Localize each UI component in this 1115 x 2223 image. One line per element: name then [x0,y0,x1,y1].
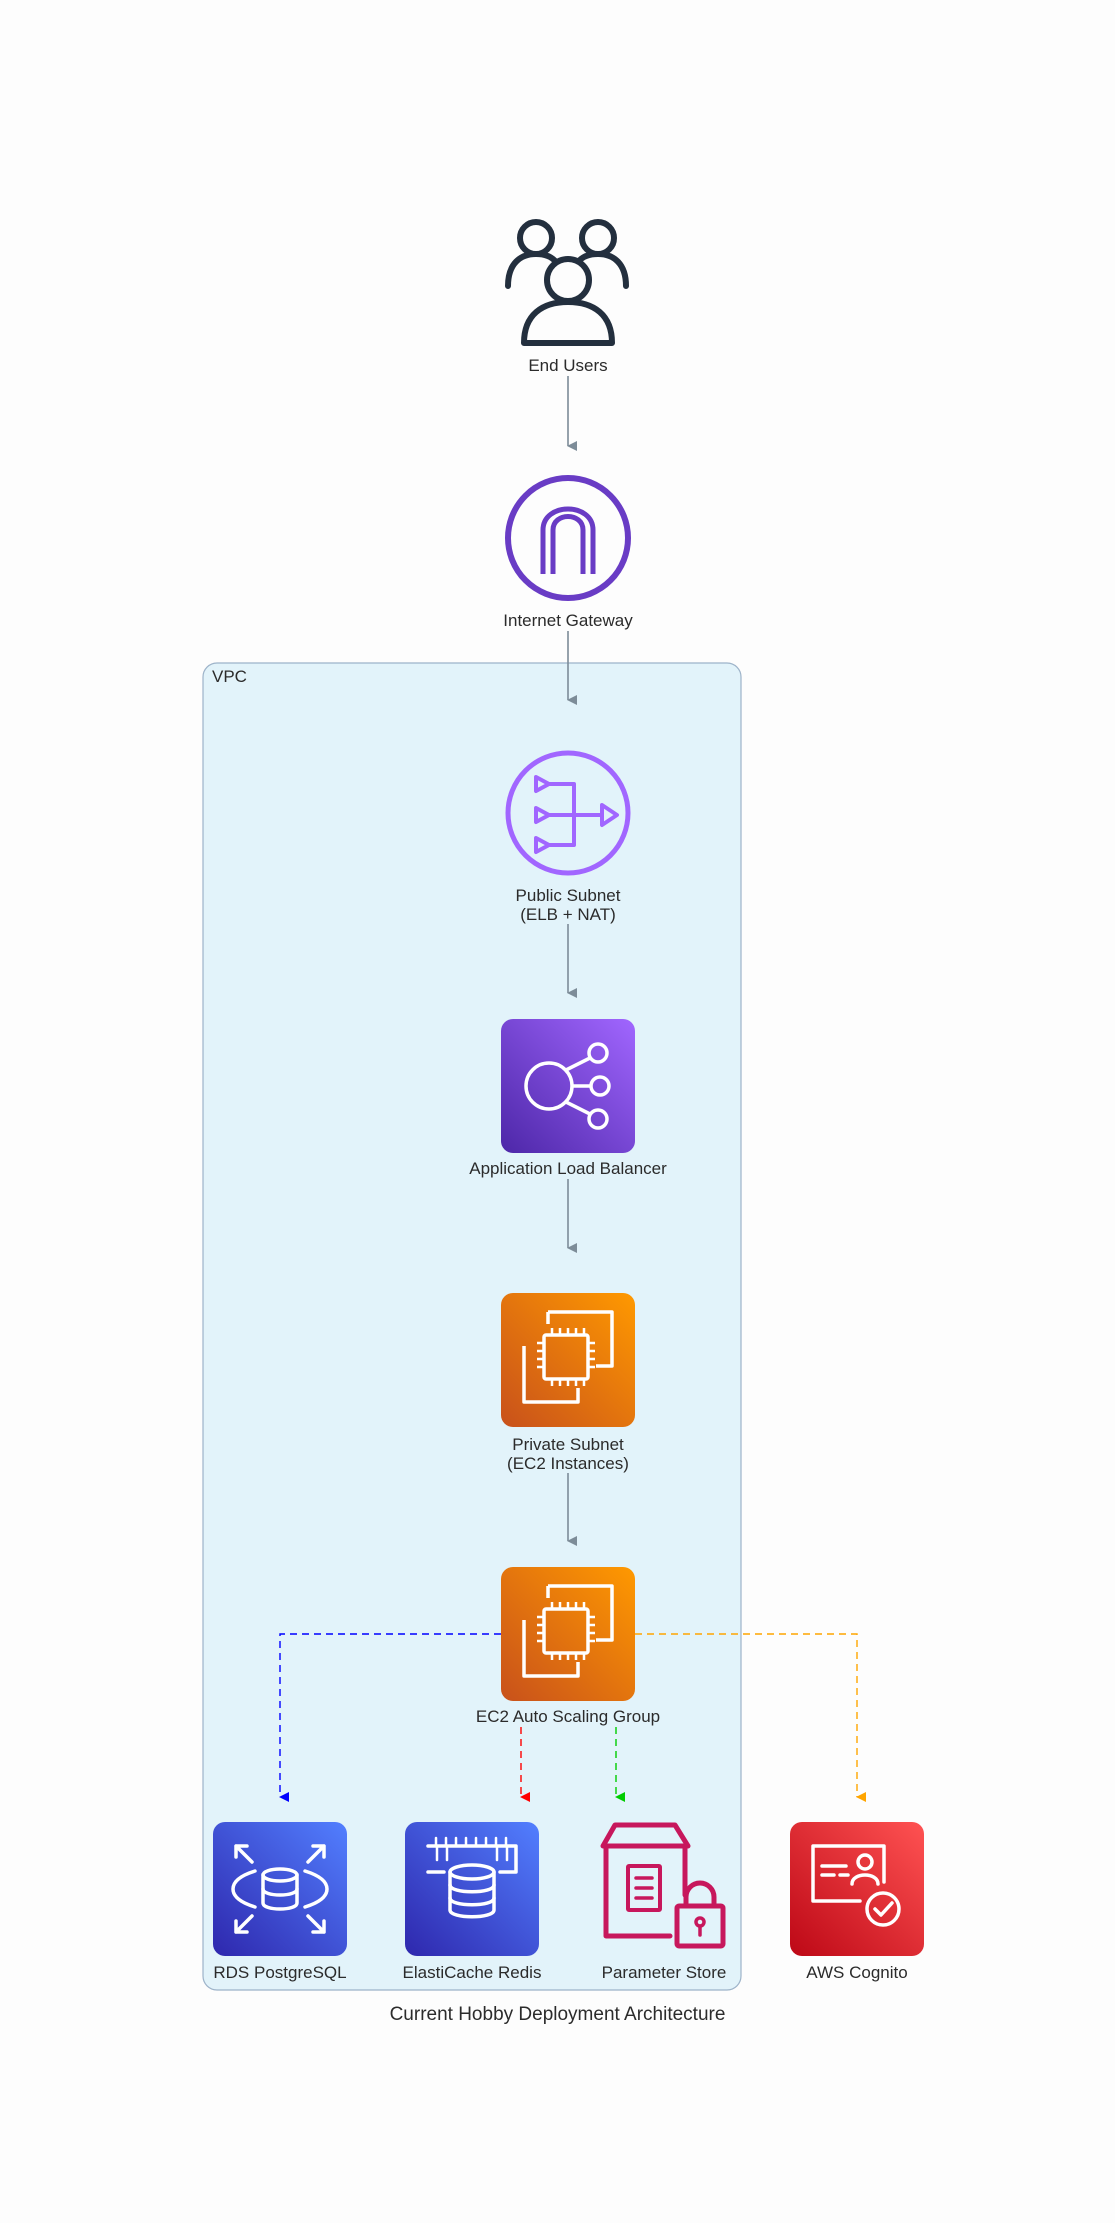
rds-postgresql-label: RDS PostgreSQL [213,1963,347,1982]
public-subnet-label: Public Subnet (ELB + NAT) [515,886,621,924]
cognito-icon [790,1822,924,1956]
elasticache-redis-icon [405,1822,539,1956]
internet-gateway-icon [505,475,631,601]
private-subnet-label: Private Subnet (EC2 Instances) [507,1435,629,1473]
vpc-label: VPC [212,667,247,686]
edge-asg-to-cognito [635,1633,866,1802]
edge-asg-to-rds [279,1633,501,1802]
internet-gateway-label: Internet Gateway [503,611,633,630]
auto-scaling-group-label: EC2 Auto Scaling Group [475,1707,661,1726]
elasticache-redis-label: ElastiCache Redis [402,1963,542,1982]
cognito-label: AWS Cognito [806,1963,908,1982]
vpc-cluster [202,662,742,1991]
parameter-store-label: Parameter Store [601,1963,727,1982]
application-load-balancer-label: Application Load Balancer [469,1159,667,1178]
ec2-instances-icon [501,1293,635,1427]
users-icon [505,219,629,346]
diagram-caption: Current Hobby Deployment Architecture [389,2004,726,2025]
elb-nat-icon [505,750,631,876]
application-load-balancer-icon [501,1019,635,1153]
auto-scaling-group-icon [501,1567,635,1701]
end-users-label: End Users [528,356,608,375]
rds-postgresql-icon [213,1822,347,1956]
parameter-store-icon [600,1822,726,1949]
